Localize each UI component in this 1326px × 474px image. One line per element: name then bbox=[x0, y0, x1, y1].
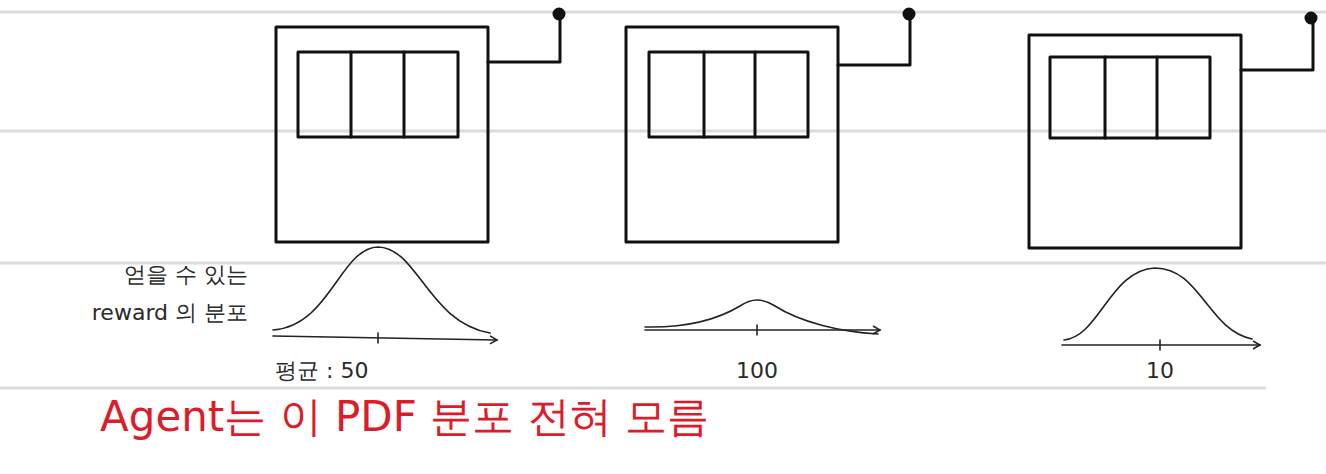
mean-label: 10 bbox=[1146, 358, 1174, 384]
notebook-lines bbox=[0, 12, 1326, 388]
red-note: Agent는 이 PDF 분포 전혀 모름 bbox=[100, 392, 709, 442]
axis-note: 얻을 수 있는 reward 의 분포 bbox=[58, 256, 248, 332]
reward-distribution bbox=[645, 300, 880, 335]
slot-machine bbox=[1029, 13, 1316, 248]
mean-label: 평균 : 50 bbox=[275, 358, 368, 384]
reward-distribution bbox=[1062, 268, 1260, 350]
reward-distribution bbox=[273, 247, 497, 343]
mean-label: 100 bbox=[736, 358, 778, 384]
slot-machine bbox=[626, 9, 914, 242]
slot-machine bbox=[276, 9, 564, 242]
